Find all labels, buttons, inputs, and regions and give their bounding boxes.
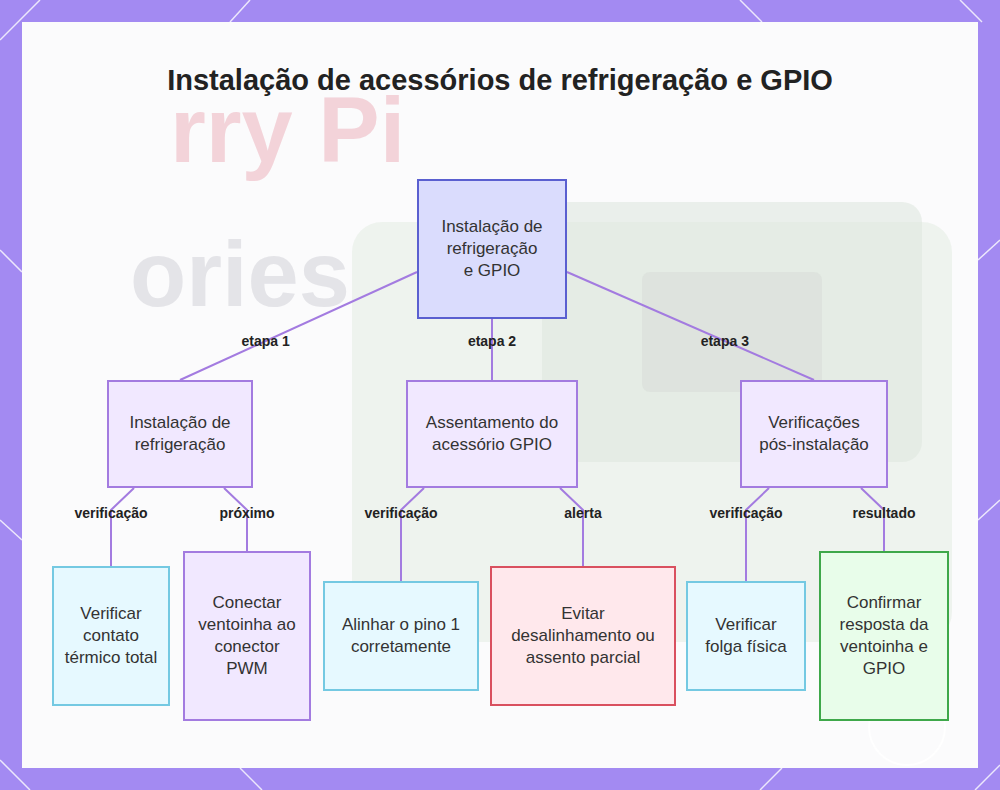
step-box: Instalação de refrigeração bbox=[107, 380, 253, 488]
diagram-title: Instalação de acessórios de refrigeração… bbox=[150, 62, 850, 99]
node-text: Verificar contato térmico total bbox=[64, 603, 158, 669]
connector bbox=[401, 488, 424, 581]
action-box: Conectar ventoinha ao conector PWM bbox=[183, 551, 311, 721]
connector bbox=[492, 319, 493, 380]
edge-label: resultado bbox=[850, 505, 917, 521]
edge-label: etapa 3 bbox=[699, 333, 751, 349]
edge-label: etapa 1 bbox=[239, 333, 291, 349]
alert-box: Evitar desalinhamento ou assento parcial bbox=[490, 566, 676, 706]
check-box: Verificar contato térmico total bbox=[52, 566, 170, 706]
watermark-text: ories bbox=[130, 222, 350, 327]
connector bbox=[746, 488, 769, 581]
node-text: Conectar ventoinha ao conector PWM bbox=[197, 592, 297, 680]
node-text: Assentamento do acessório GPIO bbox=[422, 412, 562, 456]
step-box: Assentamento do acessório GPIO bbox=[406, 380, 578, 488]
node-text: Alinhar o pino 1 corretamente bbox=[339, 614, 463, 658]
edge-label: etapa 2 bbox=[466, 333, 518, 349]
connector bbox=[560, 488, 583, 566]
edge-label: verificação bbox=[707, 505, 784, 521]
node-text: Confirmar resposta da ventoinha e GPIO bbox=[833, 592, 935, 680]
edge-label: verificação bbox=[362, 505, 439, 521]
check-box: Verificar folga física bbox=[686, 581, 806, 691]
check-box: Alinhar o pino 1 corretamente bbox=[323, 581, 479, 691]
result-box: Confirmar resposta da ventoinha e GPIO bbox=[819, 551, 949, 721]
connector bbox=[111, 488, 134, 566]
node-text: Instalação de refrigeração e GPIO bbox=[441, 216, 543, 282]
edge-label: próximo bbox=[217, 505, 276, 521]
edge-label: alerta bbox=[562, 505, 603, 521]
node-text: Evitar desalinhamento ou assento parcial bbox=[506, 603, 660, 669]
connector bbox=[567, 272, 814, 380]
node-text: Instalação de refrigeração bbox=[121, 412, 239, 456]
root-box: Instalação de refrigeração e GPIO bbox=[417, 179, 567, 319]
node-text: Verificações pós-instalação bbox=[754, 412, 874, 456]
node-text: Verificar folga física bbox=[700, 614, 792, 658]
step-box: Verificações pós-instalação bbox=[740, 380, 888, 488]
edge-label: verificação bbox=[72, 505, 149, 521]
